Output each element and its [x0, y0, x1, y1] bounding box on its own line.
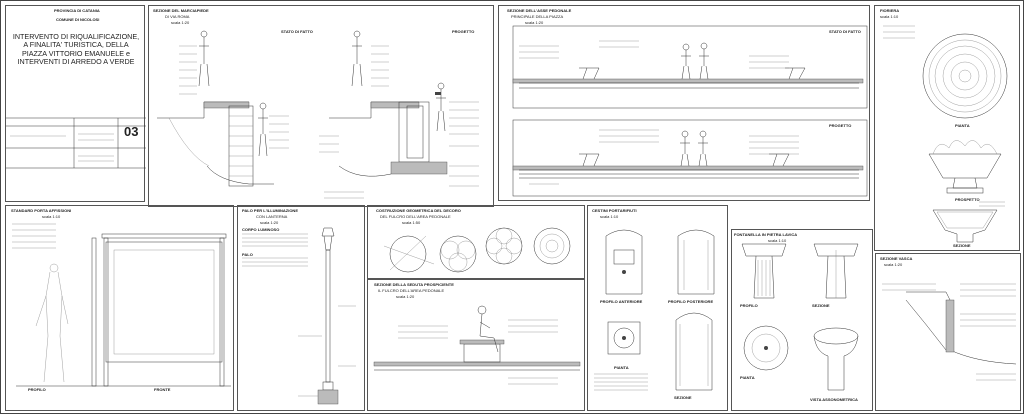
lamppost-title: PALO PER L'ILLUMINAZIONE — [242, 208, 298, 213]
pattern-scale: scala 1:50 — [402, 220, 421, 225]
axis-drawing — [512, 25, 868, 197]
province-label: PROVINCIA DI CATANIA — [54, 8, 100, 13]
planter-title: FIORIERA — [880, 8, 900, 13]
panel-lamppost: PALO PER L'ILLUMINAZIONE CON LANTERNA sc… — [237, 205, 365, 411]
title-block-grid — [6, 117, 146, 169]
basin-title: SEZIONE VASCA — [880, 256, 913, 261]
sheet-number: 03 — [124, 124, 139, 139]
axis-project-label: PROGETTO — [829, 123, 852, 128]
fountain-title: FONTANELLA IN PIETRA LAVICA — [734, 232, 798, 237]
basin-drawing — [882, 283, 1017, 381]
bins-section-label: SEZIONE — [674, 395, 692, 400]
planter-plan-label: PIANTA — [955, 123, 970, 128]
panel-billboard: STANDARD PORTA AFFISSIONI scala 1:10 PRO… — [5, 205, 234, 411]
pattern-drawing — [383, 227, 571, 273]
axis-scale: scala 1:20 — [525, 20, 544, 25]
sidewalk-project-label: PROGETTO — [452, 29, 475, 34]
fountain-profile-label: PROFILO — [740, 303, 758, 308]
bins-back-label: PROFILO POSTERIORE — [668, 299, 714, 304]
lamppost-body-label: CORPO LUMINOSO — [242, 227, 280, 232]
bins-front-label: PROFILO ANTERIORE — [600, 299, 643, 304]
sidewalk-subtitle: DI VIA ROMA — [165, 14, 190, 19]
billboard-front-label: FRONTE — [154, 387, 171, 392]
planter-drawing — [883, 25, 1008, 243]
bins-title: CESTINI PORTARIFIUTI — [592, 208, 637, 213]
fountain-scale: scala 1:10 — [768, 238, 787, 243]
bins-plan-label: PIANTA — [614, 365, 629, 370]
bench-subtitle: IL FULCRO DELL'AREA PEDONALE — [378, 288, 445, 293]
panel-fountain: FONTANELLA IN PIETRA LAVICA scala 1:10 P… — [731, 229, 873, 411]
lamppost-scale: scala 1:20 — [260, 220, 279, 225]
title-block: PROVINCIA DI CATANIA COMUNE DI NICOLOSI … — [5, 5, 146, 202]
axis-existing-label: STATO DI FATTO — [829, 29, 861, 34]
bins-drawing — [594, 229, 715, 391]
axis-title: SEZIONE DELL'ASSE PEDONALE — [507, 8, 572, 13]
basin-scale: scala 1:20 — [884, 262, 903, 267]
planter-section-label: SEZIONE — [953, 243, 971, 248]
municipality-label: COMUNE DI NICOLOSI — [56, 17, 100, 22]
axis-subtitle: PRINCIPALE DELLA PIAZZA — [511, 14, 564, 19]
panel-basin-section: SEZIONE VASCA scala 1:20 — [875, 253, 1021, 411]
lamppost-subtitle: CON LANTERNA — [256, 214, 288, 219]
panel-planter: FIORIERA scala 1:10 PIANTA PROSPETTO SEZ… — [874, 5, 1020, 251]
pattern-title: COSTRUZIONE GEOMETRICA DEL DECORO — [376, 208, 461, 213]
sidewalk-scale: scala 1:20 — [171, 20, 190, 25]
project-title: INTERVENTO DI RIQUALIFICAZIONE, A FINALI… — [12, 32, 140, 67]
planter-scale: scala 1:10 — [880, 14, 899, 19]
sidewalk-drawing — [157, 30, 479, 199]
sidewalk-title: SEZIONE DEL MARCIAPIEDE — [153, 8, 209, 13]
fountain-plan-label: PIANTA — [740, 375, 755, 380]
panel-pedestrian-axis: SEZIONE DELL'ASSE PEDONALE PRINCIPALE DE… — [498, 5, 870, 201]
lamppost-drawing — [242, 227, 356, 405]
panel-sidewalk-section: SEZIONE DEL MARCIAPIEDE DI VIA ROMA scal… — [148, 5, 494, 207]
bench-drawing — [373, 305, 581, 385]
sidewalk-existing-label: STATO DI FATTO — [281, 29, 313, 34]
billboard-profile-label: PROFILO — [28, 387, 46, 392]
billboard-drawing — [12, 223, 231, 387]
planter-view-label: PROSPETTO — [955, 197, 980, 202]
billboard-title: STANDARD PORTA AFFISSIONI — [11, 208, 72, 213]
bench-scale: scala 1:20 — [396, 294, 415, 299]
fountain-axon-label: VISTA ASSONOMETRICA — [810, 397, 858, 402]
fountain-drawing — [741, 243, 859, 391]
panel-bench-section: SEZIONE DELLA SEDUTA PROSPICIENTE IL FUL… — [367, 279, 585, 411]
bench-title: SEZIONE DELLA SEDUTA PROSPICIENTE — [374, 282, 454, 287]
lamppost-pole-label: PALO — [242, 252, 253, 257]
billboard-scale: scala 1:10 — [42, 214, 61, 219]
panel-geometric-pattern: COSTRUZIONE GEOMETRICA DEL DECORO DEL FU… — [367, 205, 585, 279]
bins-scale: scala 1:10 — [600, 214, 619, 219]
fountain-section-label: SEZIONE — [812, 303, 830, 308]
panel-waste-bins: CESTINI PORTARIFIUTI scala 1:10 PROFILO … — [587, 205, 728, 411]
pattern-subtitle: DEL FULCRO DELL'AREA PEDONALE — [380, 214, 451, 219]
